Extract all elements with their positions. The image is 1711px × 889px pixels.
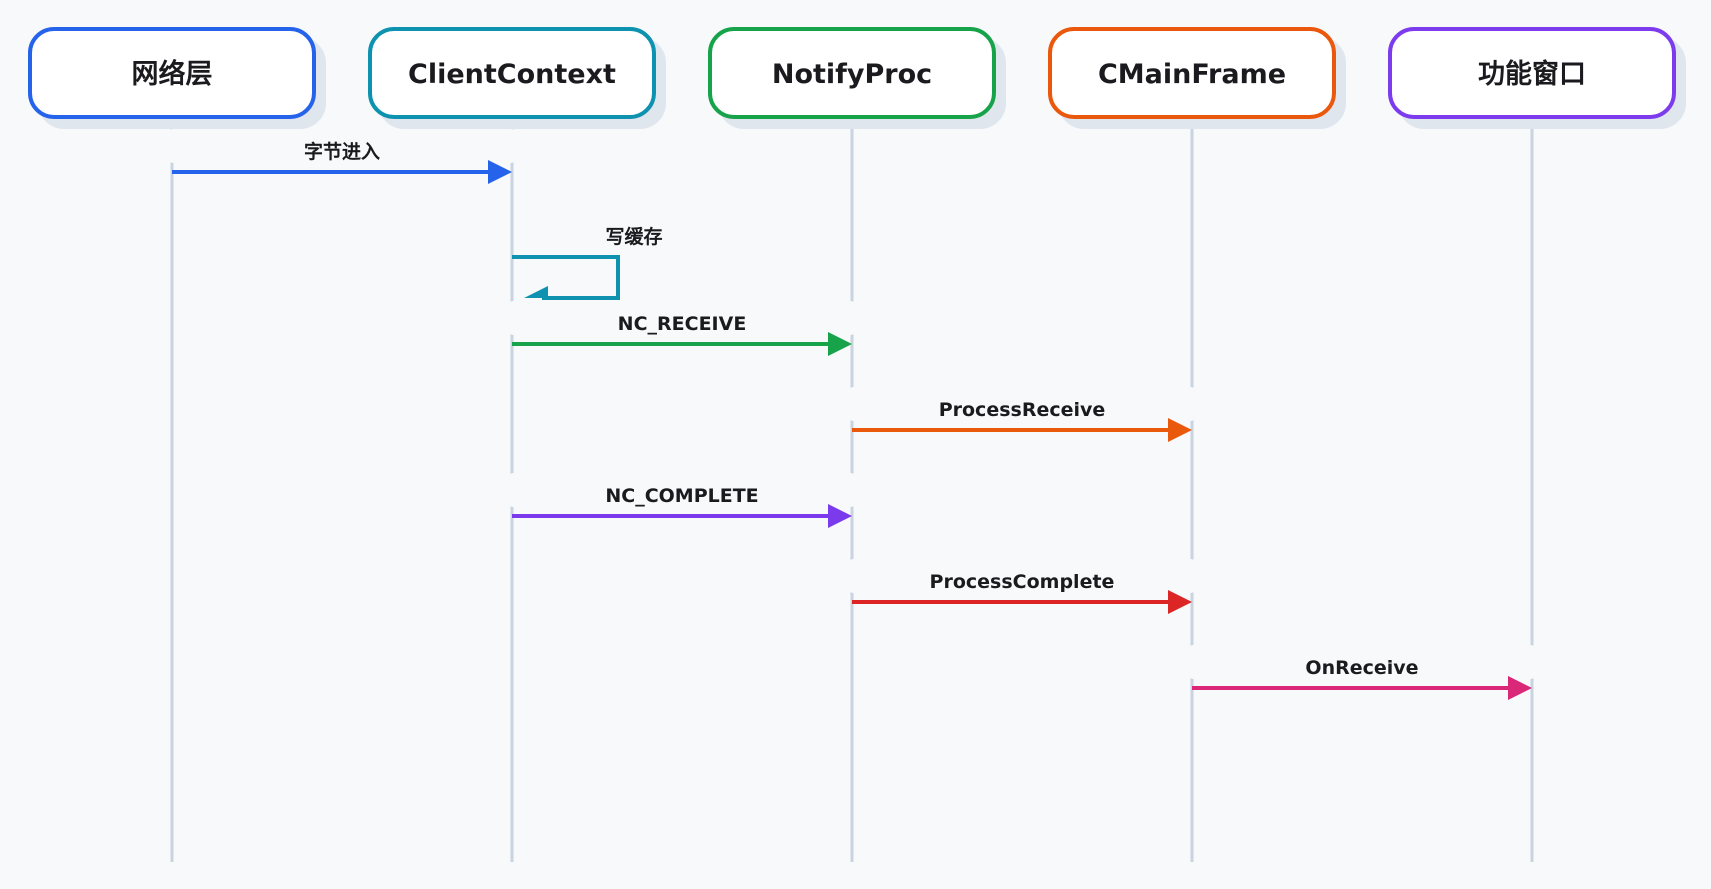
message-label: 字节进入 xyxy=(304,140,380,163)
message-label-backdrop xyxy=(506,301,858,335)
participant-frame: CMainFrame xyxy=(1048,27,1336,119)
message-2: 写缓存 xyxy=(512,225,663,300)
message-4: ProcessReceive xyxy=(846,387,1198,442)
participant-box-window xyxy=(1388,27,1676,119)
message-arrowhead xyxy=(828,332,852,356)
message-label-backdrop xyxy=(846,559,1198,593)
message-arrowhead xyxy=(828,504,852,528)
participant-ctx: ClientContext xyxy=(368,27,656,119)
message-label: 写缓存 xyxy=(605,225,662,248)
message-5: NC_COMPLETE xyxy=(506,473,858,528)
message-label: NC_COMPLETE xyxy=(605,485,758,507)
message-arrowhead xyxy=(488,160,512,184)
participant-label-ctx: ClientContext xyxy=(408,59,616,90)
message-arrowhead xyxy=(1168,418,1192,442)
participant-label-net: 网络层 xyxy=(132,58,213,90)
participant-notify: NotifyProc xyxy=(708,27,996,119)
message-6: ProcessComplete xyxy=(846,559,1198,614)
participant-net: 网络层 xyxy=(28,27,316,119)
message-label: NC_RECEIVE xyxy=(618,313,747,335)
self-message-line xyxy=(512,255,620,300)
message-label: ProcessReceive xyxy=(939,399,1106,421)
message-1: 字节进入 xyxy=(166,129,518,184)
participants: 网络层 ClientContext NotifyProc CMainFrame 功能窗口 xyxy=(28,27,1676,119)
message-arrowhead xyxy=(1168,590,1192,614)
message-label-backdrop xyxy=(1186,645,1538,679)
participant-label-frame: CMainFrame xyxy=(1098,59,1286,90)
message-label-backdrop xyxy=(506,473,858,507)
message-arrowhead xyxy=(1508,676,1532,700)
participant-box-ctx xyxy=(368,27,656,119)
message-3: NC_RECEIVE xyxy=(506,301,858,356)
message-7: OnReceive xyxy=(1186,645,1538,700)
message-label: OnReceive xyxy=(1305,657,1418,679)
participant-label-window: 功能窗口 xyxy=(1478,58,1586,90)
message-label-backdrop xyxy=(166,129,518,163)
message-label-backdrop xyxy=(846,387,1198,421)
message-label: ProcessComplete xyxy=(930,571,1115,593)
participant-window: 功能窗口 xyxy=(1388,27,1676,119)
participant-label-notify: NotifyProc xyxy=(772,59,932,90)
self-message-arrowhead xyxy=(524,286,548,298)
participant-box-frame xyxy=(1048,27,1336,119)
participant-box-net xyxy=(28,27,316,119)
participant-box-notify xyxy=(708,27,996,119)
